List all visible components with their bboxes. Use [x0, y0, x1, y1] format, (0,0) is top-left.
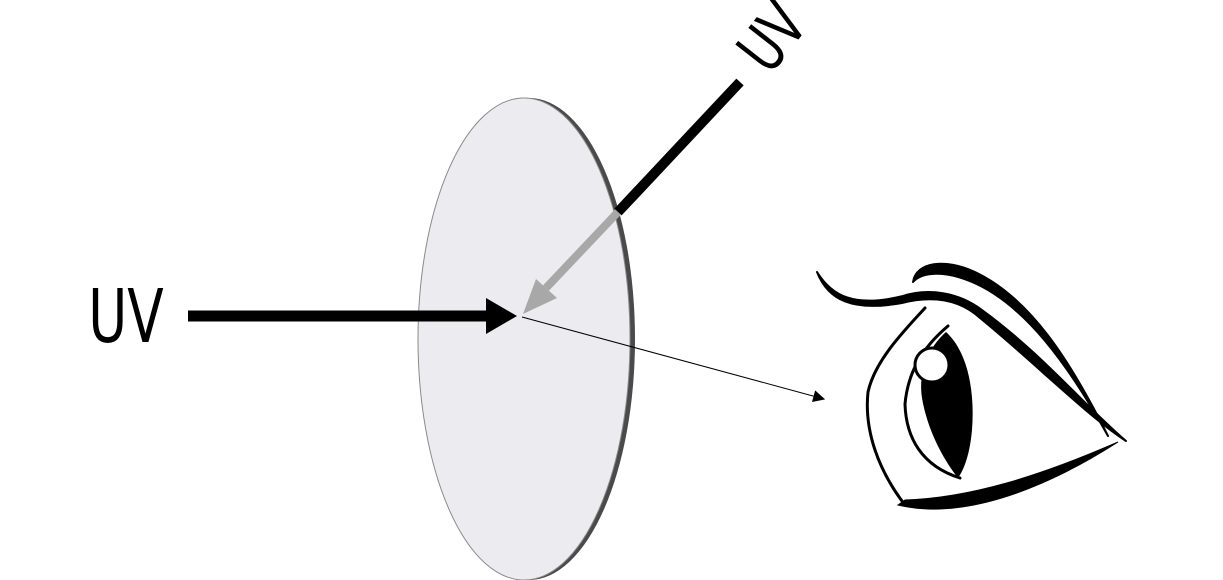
uv-left-arrow [188, 298, 517, 334]
uv-top-arrowhead [523, 279, 557, 314]
uv-top-arrow-shaft-outer [614, 78, 744, 216]
uv-top-arrow-shaft-inner [543, 209, 621, 291]
upper-eyelid [865, 306, 927, 507]
eyebrow [816, 271, 1127, 442]
eye-highlight [913, 346, 951, 384]
transmitted-ray-arrow [521, 316, 826, 402]
eyelid-crease [912, 262, 1109, 437]
uv-left-arrowhead [486, 298, 517, 334]
uv-left-label: UV [88, 274, 163, 360]
lower-eyelid [896, 441, 1119, 510]
lens-face [417, 97, 631, 580]
lens [417, 97, 635, 580]
eye-illustration [816, 262, 1127, 510]
uv-top-label: UV [723, 0, 822, 86]
uv-top-arrow-inner [523, 209, 621, 314]
